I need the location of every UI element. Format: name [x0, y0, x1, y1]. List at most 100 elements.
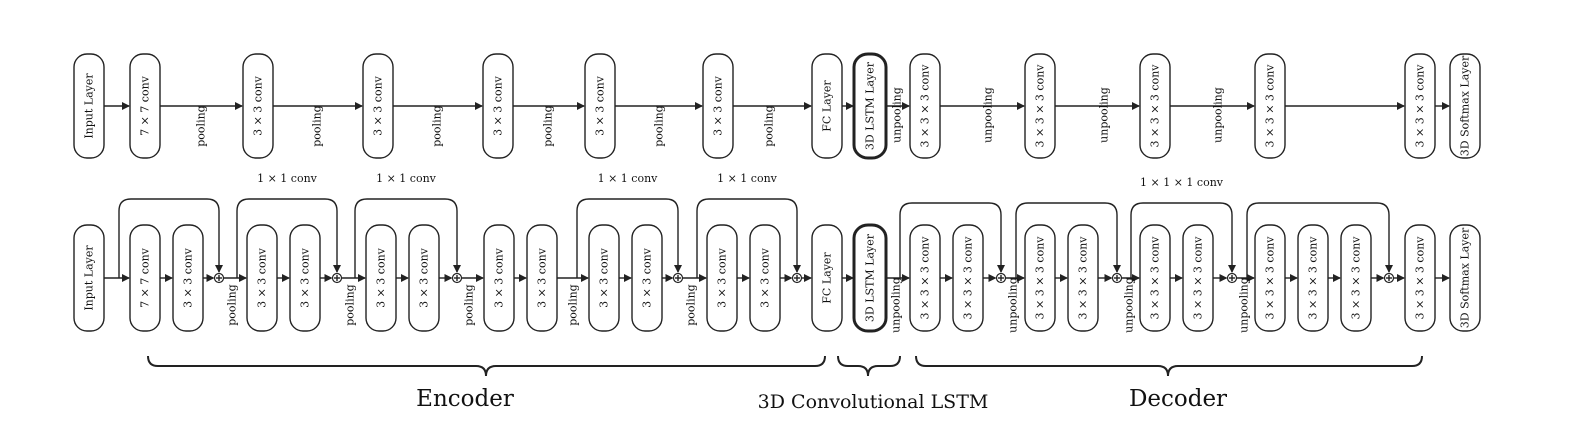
decoder-brace [915, 355, 1423, 377]
bottom-4-3-x-3-conv-label: 3 × 3 conv [299, 247, 312, 308]
bottom-skip-7-label: 1 × 1 × 1 conv [1140, 176, 1224, 189]
top-11-3-x-3-x-3-conv-block [1139, 53, 1171, 159]
bottom-skip-2-arc [354, 198, 461, 278]
top-3-3-x-3-conv-label: 3 × 3 conv [372, 75, 385, 136]
bottom-8-3-x-3-conv-block [526, 224, 558, 332]
top-edge-label-7: unpooling [982, 87, 995, 143]
bottom-skip-1-arc [236, 198, 341, 278]
bottom-7-3-x-3-conv-block [483, 224, 515, 332]
bottom-17-3-x-3-x-3-conv-block [1024, 224, 1056, 332]
bottom-1-7-x-7-conv-label: 7 × 7 conv [139, 247, 152, 308]
top-edge-label-9: unpooling [1212, 87, 1225, 143]
bottom-11-3-x-3-conv-block [706, 224, 738, 332]
top-2-3-x-3-conv-block [242, 53, 274, 159]
top-3-3-x-3-conv-block [362, 53, 394, 159]
top-5-3-x-3-conv-block [584, 53, 616, 159]
top-edge-label-2: pooling [431, 105, 444, 146]
bottom-19-3-x-3-x-3-conv-block [1139, 224, 1171, 332]
bottom-21-3-x-3-x-3-conv-label: 3 × 3 × 3 conv [1264, 236, 1277, 320]
layer-blocks: Input Layer 7 × 7 conv 3 × 3 conv 3 × 3 con… [73, 52, 1481, 333]
top-14-3d-softmax-layer-block [1449, 53, 1481, 159]
bottom-11-3-x-3-conv-label: 3 × 3 conv [716, 247, 729, 308]
bottom-15-3-x-3-x-3-conv-block [909, 224, 941, 332]
encoder-label: Encoder [416, 386, 514, 412]
top-12-3-x-3-x-3-conv-label: 3 × 3 × 3 conv [1264, 64, 1277, 148]
bottom-skip-7-arc [1130, 202, 1236, 278]
bottom-9-3-x-3-conv-block [588, 224, 620, 332]
top-8-3d-lstm-layer-label: 3D LSTM Layer [864, 61, 877, 150]
bottom-16-3-x-3-x-3-conv-block [952, 224, 984, 332]
bottom-skip-3-arc [576, 198, 682, 278]
bottom-edge-label-7: unpooling [1123, 277, 1136, 333]
bottom-7-3-x-3-conv-label: 3 × 3 conv [493, 247, 506, 308]
bottom-edge-label-3: pooling [567, 284, 580, 325]
bottom-edge-label-6: unpooling [1007, 277, 1020, 333]
top-2-3-x-3-conv-label: 3 × 3 conv [252, 75, 265, 136]
top-4-3-x-3-conv-block [482, 53, 514, 159]
top-9-3-x-3-x-3-conv-label: 3 × 3 × 3 conv [919, 64, 932, 148]
bottom-skip-8-arc [1246, 202, 1393, 278]
bottom-skip-0-arc [118, 198, 223, 278]
bottom-24-3-x-3-x-3-conv-label: 3 × 3 × 3 conv [1414, 236, 1427, 320]
bottom-13-fc-layer-label: FC Layer [821, 252, 834, 304]
bottom-18-3-x-3-x-3-conv-label: 3 × 3 × 3 conv [1077, 236, 1090, 320]
bottom-edge-label-4: pooling [685, 284, 698, 325]
bottom-15-3-x-3-x-3-conv-label: 3 × 3 × 3 conv [919, 236, 932, 320]
connection-lines [104, 102, 1450, 284]
bottom-3-3-x-3-conv-label: 3 × 3 conv [256, 247, 269, 308]
top-0-input-layer-label: Input Layer [83, 73, 96, 139]
bottom-3-3-x-3-conv-block [246, 224, 278, 332]
bottom-20-3-x-3-x-3-conv-block [1182, 224, 1214, 332]
encoder-brace [147, 355, 826, 377]
bottom-6-3-x-3-conv-label: 3 × 3 conv [418, 247, 431, 308]
top-1-7-x-7-conv-block [129, 53, 161, 159]
bottom-23-3-x-3-x-3-conv-label: 3 × 3 × 3 conv [1350, 236, 1363, 320]
bottom-22-3-x-3-x-3-conv-label: 3 × 3 × 3 conv [1307, 236, 1320, 320]
bottom-5-3-x-3-conv-label: 3 × 3 conv [375, 247, 388, 308]
bottom-edge-label-5: unpooling [890, 277, 903, 333]
top-edge-label-0: pooling [195, 105, 208, 146]
top-14-3d-softmax-layer-label: 3D Softmax Layer [1459, 55, 1472, 156]
bottom-9-3-x-3-conv-label: 3 × 3 conv [598, 247, 611, 308]
bottom-edge-label-0: pooling [226, 284, 239, 325]
bottom-26-3d-softmax-layer-block [1449, 224, 1481, 332]
top-4-3-x-3-conv-label: 3 × 3 conv [492, 75, 505, 136]
bottom-skip-5-arc [899, 202, 1005, 278]
bottom-26-3d-softmax-layer-label: 3D Softmax Layer [1459, 227, 1472, 328]
bottom-8-3-x-3-conv-label: 3 × 3 conv [536, 247, 549, 308]
bottom-16-3-x-3-x-3-conv-label: 3 × 3 × 3 conv [962, 236, 975, 320]
decoder-label: Decoder [1129, 386, 1227, 412]
top-5-3-x-3-conv-label: 3 × 3 conv [594, 75, 607, 136]
bottom-14-3d-lstm-layer-block [852, 223, 888, 333]
bottom-0-input-layer-label: Input Layer [83, 245, 96, 311]
bottom-edge-label-1: pooling [344, 284, 357, 325]
bottom-1-7-x-7-conv-block [129, 224, 161, 332]
bottom-edge-label-8: unpooling [1238, 277, 1251, 333]
top-11-3-x-3-x-3-conv-label: 3 × 3 × 3 conv [1149, 64, 1162, 148]
bottom-6-3-x-3-conv-block [408, 224, 440, 332]
bottom-skip-3-label: 1 × 1 conv [598, 172, 659, 185]
top-1-7-x-7-conv-label: 7 × 7 conv [139, 75, 152, 136]
bottom-18-3-x-3-x-3-conv-block [1067, 224, 1099, 332]
top-12-3-x-3-x-3-conv-block [1254, 53, 1286, 159]
bottom-skip-4-label: 1 × 1 conv [717, 172, 778, 185]
bottom-14-3d-lstm-layer-label: 3D LSTM Layer [864, 233, 877, 322]
top-13-3-x-3-x-3-conv-block [1404, 53, 1436, 159]
top-7-fc-layer-block [811, 53, 843, 159]
bottom-2-3-x-3-conv-label: 3 × 3 conv [182, 247, 195, 308]
bottom-21-3-x-3-x-3-conv-block [1254, 224, 1286, 332]
top-edge-label-3: pooling [542, 105, 555, 146]
top-edge-label-5: pooling [763, 105, 776, 146]
bottom-skip-1-label: 1 × 1 conv [257, 172, 318, 185]
bottom-24-3-x-3-x-3-conv-block [1404, 224, 1436, 332]
bottom-skip-2-label: 1 × 1 conv [376, 172, 437, 185]
top-edge-label-4: pooling [653, 105, 666, 146]
lstm-brace [837, 355, 901, 377]
top-0-input-layer-block [73, 53, 105, 159]
bottom-10-3-x-3-conv-block [631, 224, 663, 332]
bottom-23-3-x-3-x-3-conv-block [1340, 224, 1372, 332]
top-edge-label-1: pooling [311, 105, 324, 146]
top-6-3-x-3-conv-label: 3 × 3 conv [712, 75, 725, 136]
bottom-19-3-x-3-x-3-conv-label: 3 × 3 × 3 conv [1149, 236, 1162, 320]
